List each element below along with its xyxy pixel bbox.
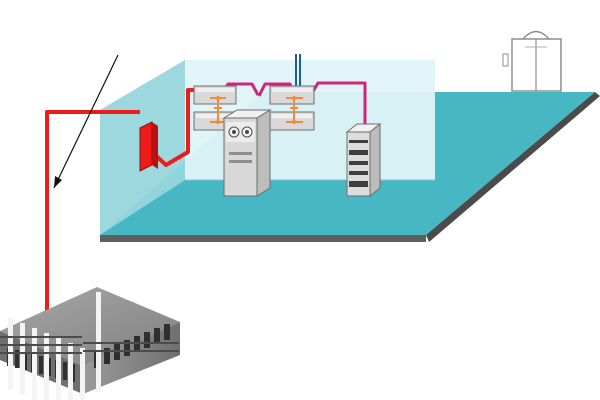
incoming-arrow <box>53 54 119 189</box>
red-outlet-box <box>139 121 158 172</box>
elevator-car <box>502 30 562 92</box>
office-building <box>0 287 180 400</box>
right-rack-unit <box>269 85 315 131</box>
storage-tower <box>345 122 382 198</box>
server-tower <box>222 109 272 197</box>
